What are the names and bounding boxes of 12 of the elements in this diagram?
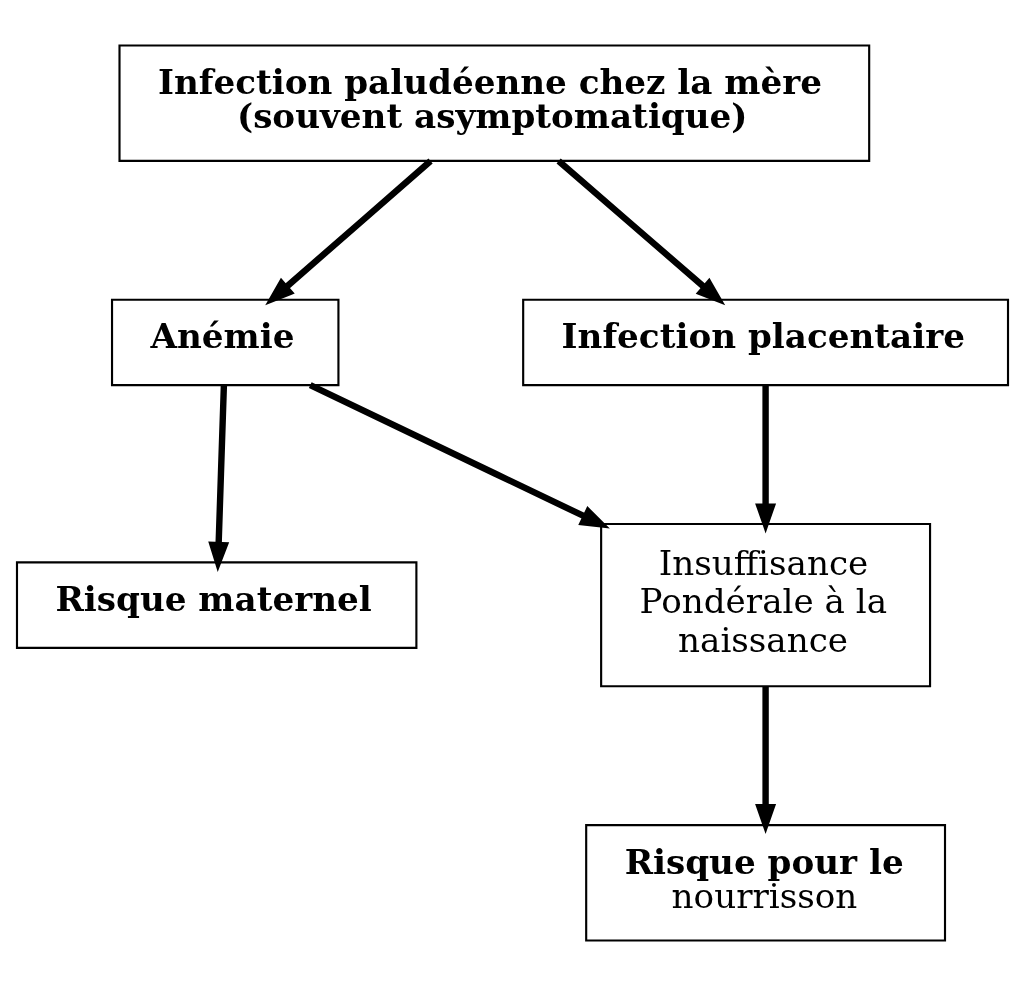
arrow [265,158,433,305]
arrow [308,381,610,528]
node-box: Insuffisance Pondérale à la naissance [600,522,932,687]
node-box: Infection paludéenne chez la mère (souvent asymptomatique) [118,43,871,162]
arrow [556,158,726,305]
node-box: Risque maternel [15,560,418,649]
node-box: Infection placentaire [522,298,1010,386]
arrow [755,385,777,533]
node-box: Risque pour le nourrisson [585,823,947,942]
arrow [208,384,230,572]
node-box: Anémie [110,298,340,386]
arrow [755,685,777,834]
